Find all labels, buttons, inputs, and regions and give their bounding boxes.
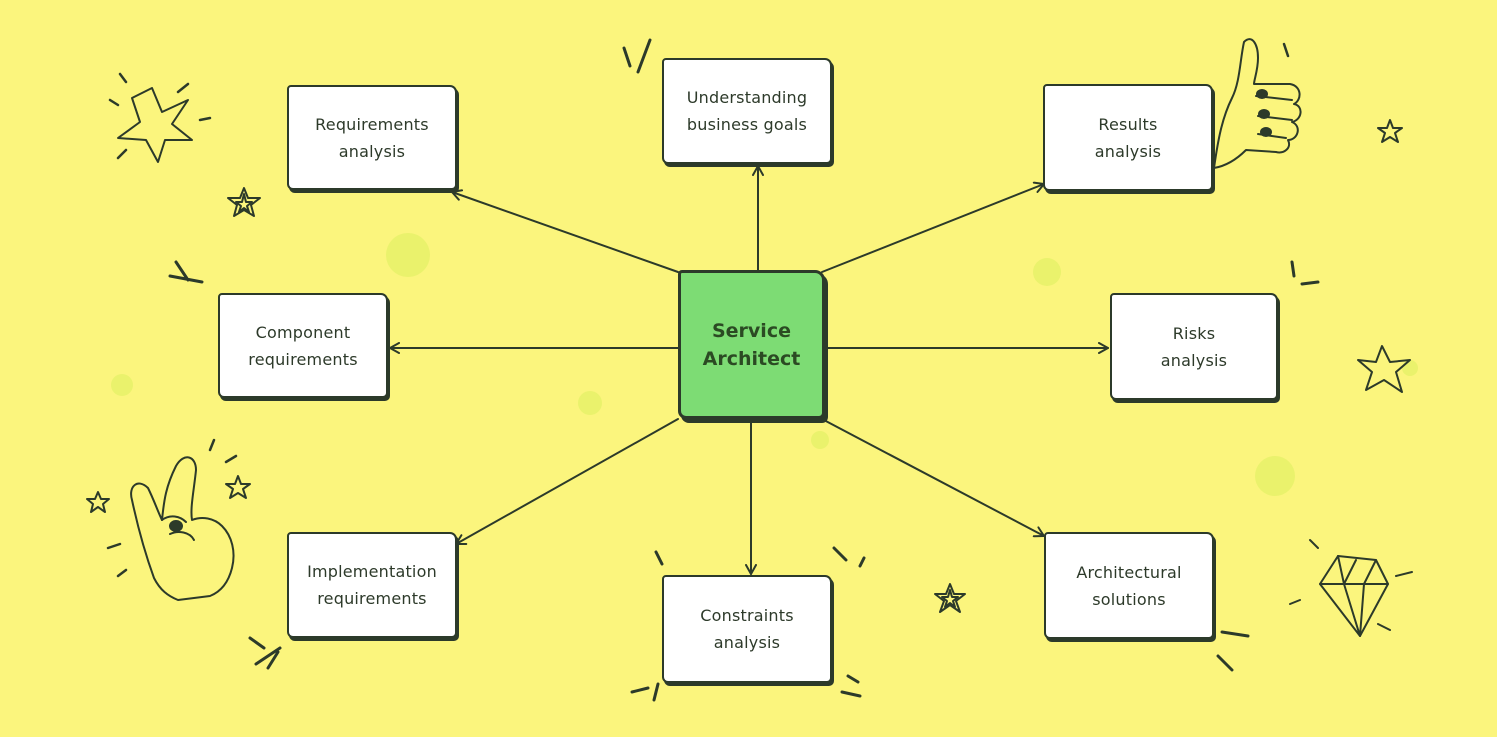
node-risks-analysis[interactable]: Risks analysis — [1110, 293, 1278, 400]
star-icon — [225, 475, 251, 499]
edge-implementation-requirements — [455, 418, 679, 545]
node-understanding-business-goals[interactable]: Understanding business goals — [662, 58, 832, 164]
star-icon — [108, 72, 212, 163]
node-requirements-analysis[interactable]: Requirements analysis — [287, 85, 457, 190]
connector-lines — [389, 165, 1109, 575]
node-label: Constraints analysis — [700, 606, 794, 652]
edge-results-analysis — [821, 181, 1045, 273]
rock-hand-icon — [106, 438, 238, 601]
node-label: Architectural solutions — [1076, 562, 1182, 609]
node-label: Risks analysis — [1160, 323, 1228, 370]
node-component-requirements[interactable]: Component requirements — [218, 293, 388, 398]
node-results-analysis[interactable]: Results analysis — [1043, 84, 1213, 191]
node-service-architect[interactable]: Service Architect — [678, 270, 825, 419]
star-icon — [1377, 119, 1403, 143]
node-constraints-analysis[interactable]: Constraints analysis — [662, 575, 832, 683]
node-label: Implementation requirements — [307, 562, 437, 608]
node-label: Results analysis — [1094, 114, 1162, 161]
node-label: Understanding business goals — [686, 88, 808, 134]
node-architectural-solutions[interactable]: Architectural solutions — [1044, 532, 1214, 639]
star-icon — [86, 491, 110, 513]
star-icon — [934, 583, 966, 613]
diamond-icon — [1289, 539, 1413, 637]
edge-requirements-analysis — [451, 189, 679, 273]
star-icon — [227, 187, 261, 217]
node-implementation-requirements[interactable]: Implementation requirements — [287, 532, 457, 638]
center-label: Service Architect — [702, 319, 801, 370]
node-label: Component requirements — [248, 322, 358, 369]
node-label: Requirements analysis — [315, 114, 429, 161]
emphasis-marks — [168, 38, 1320, 702]
star-icon — [1357, 345, 1411, 393]
edge-architectural-solutions — [821, 418, 1045, 538]
thumbs-up-icon — [1213, 38, 1302, 169]
